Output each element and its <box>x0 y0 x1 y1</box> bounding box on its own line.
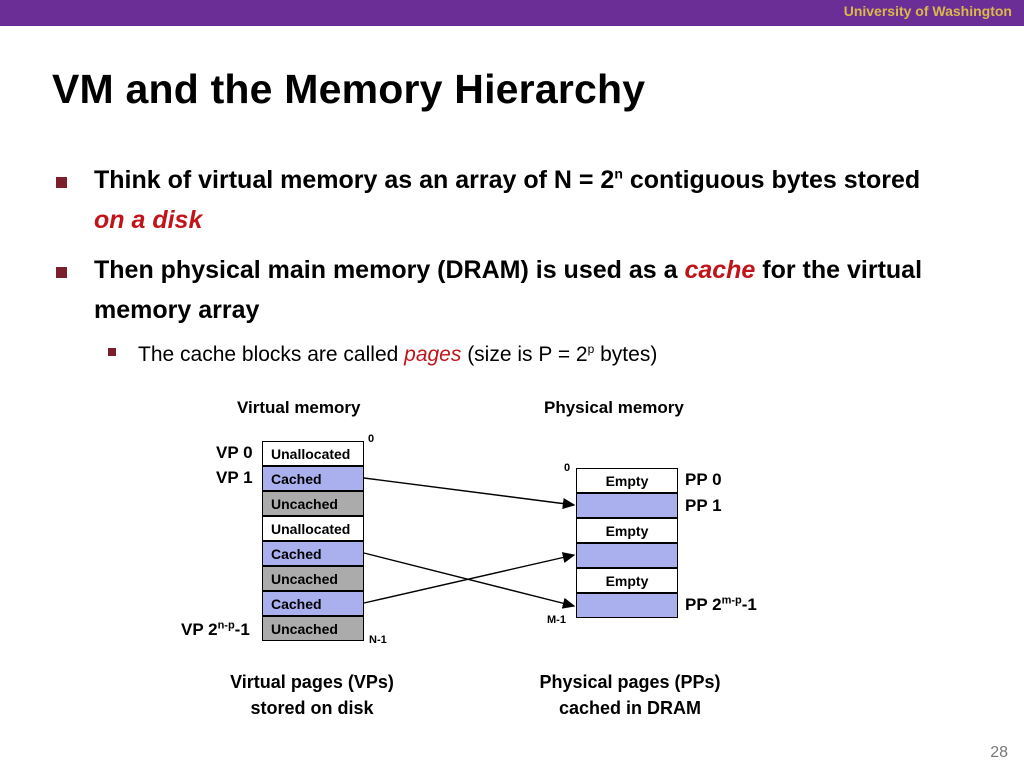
vp1-label: VP 1 <box>216 468 253 487</box>
physical-page: Empty <box>576 568 678 593</box>
bullet-marker <box>56 267 67 278</box>
virtual-page: Cached <box>262 541 364 566</box>
bullet-2-pre: Then physical main memory (DRAM) is used… <box>94 256 685 284</box>
virtual-top-index: 0 <box>368 433 375 445</box>
virtual-page: Uncached <box>262 616 364 641</box>
virtual-bottom-index: N-1 <box>369 634 387 646</box>
slide-title: VM and the Memory Hierarchy <box>52 66 646 112</box>
bullet-2-text: Then physical main memory (DRAM) is used… <box>94 250 954 330</box>
physical-caption-line-2: cached in DRAM <box>558 698 702 718</box>
bullet-marker <box>56 177 67 188</box>
header-bar: University of Washington <box>0 0 1024 26</box>
physical-page: Empty <box>576 518 678 543</box>
virtual-caption-line-1: Virtual pages (VPs) <box>230 672 394 692</box>
pp-last-label: PP 2m-p-1 <box>685 595 757 615</box>
physical-top-index: 0 <box>564 462 571 474</box>
bullet-1-mid: contiguous bytes stored <box>622 166 921 194</box>
virtual-caption: Virtual pages (VPs) stored on disk <box>212 669 412 721</box>
virtual-caption-line-2: stored on disk <box>250 698 374 718</box>
physical-page <box>576 493 678 518</box>
pp-last-post: -1 <box>741 595 757 614</box>
sub-bullet-post: bytes) <box>594 343 658 366</box>
page-number: 28 <box>990 744 1008 761</box>
bullet-1-pre: Think of virtual memory as an array of N… <box>94 166 615 194</box>
sub-bullet-text: The cache blocks are called pages (size … <box>138 340 657 370</box>
vp-last-label: VP 2n-p-1 <box>181 620 250 640</box>
sub-bullet-marker <box>108 348 116 356</box>
sub-bullet-emphasis: pages <box>404 343 462 366</box>
mapping-arrow <box>363 552 576 604</box>
bullet-1-text: Think of virtual memory as an array of N… <box>94 160 954 240</box>
physical-caption: Physical pages (PPs) cached in DRAM <box>520 669 740 721</box>
vp-last-sup: n-p <box>217 619 235 632</box>
pp-last-sup: m-p <box>721 594 742 607</box>
pp0-label: PP 0 <box>685 470 722 489</box>
vp0-label: VP 0 <box>216 443 253 462</box>
virtual-page: Unallocated <box>262 441 364 466</box>
virtual-memory-title: Virtual memory <box>237 398 361 417</box>
vp-last-pre: VP 2 <box>181 620 218 639</box>
pp-last-pre: PP 2 <box>685 595 722 614</box>
bullet-1-emphasis: on a disk <box>94 206 203 234</box>
physical-memory-title: Physical memory <box>544 398 684 417</box>
physical-page <box>576 593 678 618</box>
virtual-page: Uncached <box>262 566 364 591</box>
physical-caption-line-1: Physical pages (PPs) <box>539 672 721 692</box>
physical-page <box>576 543 678 568</box>
physical-page: Empty <box>576 468 678 493</box>
sub-bullet-mid: (size is P = 2 <box>461 343 588 366</box>
virtual-page: Uncached <box>262 491 364 516</box>
physical-bottom-index: M-1 <box>547 614 566 626</box>
virtual-page: Cached <box>262 466 364 491</box>
org-name: University of Washington <box>843 3 1012 19</box>
vp-last-post: -1 <box>234 620 250 639</box>
bullet-1-sup: n <box>614 165 623 182</box>
bullet-2-post: for the virtual memory array <box>94 256 923 324</box>
pp1-label: PP 1 <box>685 496 722 515</box>
virtual-page: Unallocated <box>262 516 364 541</box>
sub-bullet-pre: The cache blocks are called <box>138 343 405 366</box>
virtual-page: Cached <box>262 591 364 616</box>
mapping-arrow <box>363 477 576 510</box>
sub-bullet-sup: p <box>587 342 595 356</box>
bullet-2-emphasis: cache <box>684 256 756 284</box>
